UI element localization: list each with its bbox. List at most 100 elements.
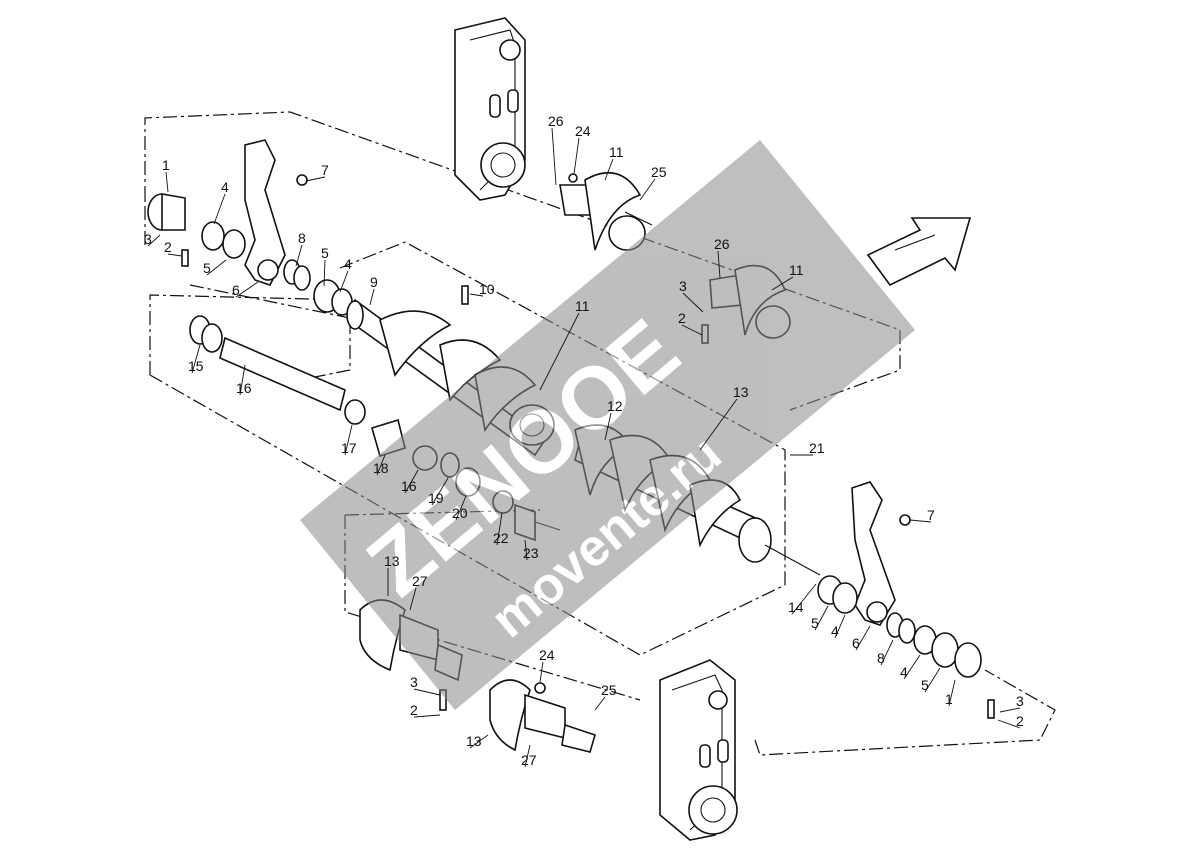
callout-leader	[376, 454, 386, 476]
callout-leader	[604, 412, 612, 441]
part-number-label: 4	[221, 179, 229, 195]
part-number-label: 8	[298, 230, 306, 246]
part-number-label: 27	[521, 752, 537, 768]
part-number-label: 25	[651, 164, 667, 180]
callout-leader	[496, 512, 503, 546]
callout-leader	[924, 667, 941, 693]
callout-leader	[339, 270, 349, 293]
callout-leader	[206, 259, 227, 276]
part-number-label: 12	[607, 398, 623, 414]
part-number-label: 15	[188, 358, 204, 374]
part-number-label: 27	[412, 573, 428, 589]
callout-leader	[999, 707, 1021, 713]
bearing-set-right	[817, 514, 995, 719]
callout-leader	[165, 171, 169, 193]
part-number-label: 3	[1016, 693, 1024, 709]
part-number-label: 11	[609, 144, 624, 160]
part-number-label: 6	[852, 635, 860, 651]
callout-leader	[369, 288, 375, 306]
callout-leader	[469, 734, 489, 749]
callout-leader	[305, 176, 326, 182]
callout-leader	[997, 719, 1021, 729]
callout-leader	[681, 324, 703, 336]
callout-leader	[948, 679, 956, 707]
part-number-label: 11	[789, 262, 804, 278]
callout-leader	[409, 587, 417, 611]
callout-leader	[191, 344, 201, 374]
part-number-label: 13	[733, 384, 749, 400]
part-number-label: 16	[401, 478, 417, 494]
part-number-label: 19	[428, 490, 444, 506]
part-number-label: 23	[523, 545, 539, 561]
part-number-label: 1	[162, 157, 170, 173]
part-number-label: 24	[539, 647, 555, 663]
part-number-label: 5	[811, 615, 819, 631]
callout-leader	[404, 469, 419, 494]
part-number-label: 7	[321, 162, 329, 178]
callout-leader	[539, 312, 580, 391]
part-number-label: 17	[341, 440, 357, 456]
callout-leader	[213, 193, 226, 225]
part-number-label: 3	[410, 674, 418, 690]
part-number-label: 5	[921, 677, 929, 693]
part-number-label: 1	[945, 691, 953, 707]
callout-leader	[524, 539, 528, 561]
callout-leader	[539, 661, 544, 683]
callout-leader	[880, 639, 894, 666]
part-number-label: 4	[900, 664, 908, 680]
callout-leader	[682, 292, 704, 313]
part-number-label: 10	[479, 281, 495, 297]
callout-leader	[431, 477, 449, 506]
callout-leader	[323, 259, 326, 287]
part-number-label: 5	[203, 260, 211, 276]
part-number-label: 13	[466, 733, 482, 749]
part-number-label: 26	[548, 113, 564, 129]
part-number-label: 3	[144, 231, 152, 247]
callout-leader	[699, 398, 738, 451]
callout-leader	[594, 696, 606, 711]
callout-leader	[147, 234, 161, 247]
part-number-label: 6	[232, 282, 240, 298]
callout-leader	[855, 625, 871, 651]
callout-leader	[295, 244, 303, 267]
callout-leader	[814, 605, 829, 631]
callout-leader	[639, 178, 656, 201]
callout-leader	[455, 495, 467, 521]
callout-leader	[604, 158, 614, 181]
bearing-set-left	[147, 174, 353, 316]
part-number-label: 26	[714, 236, 730, 252]
part-number-label: 5	[321, 245, 329, 261]
callout-leader	[717, 250, 721, 279]
gearbox-housing-icon	[454, 17, 526, 201]
callout-leader	[551, 127, 557, 186]
lever-arm	[244, 139, 286, 286]
part-number-label: 4	[344, 256, 352, 272]
callout-leader	[239, 364, 246, 396]
callout-leader	[344, 424, 353, 456]
part-number-label: 4	[831, 623, 839, 639]
part-number-label: 2	[678, 310, 686, 326]
callout-leader	[791, 583, 817, 615]
part-number-label: 9	[370, 274, 378, 290]
callout-leader	[834, 614, 846, 639]
part-number-label: 14	[788, 599, 804, 615]
part-number-label: 2	[1016, 713, 1024, 729]
part-number-label: 16	[236, 380, 252, 396]
forward-arrow-icon	[866, 217, 972, 287]
callout-leader	[167, 253, 183, 257]
part-number-label: 25	[601, 682, 617, 698]
callout-leader	[413, 714, 441, 718]
part-number-label: 2	[410, 702, 418, 718]
callout-leader	[469, 293, 484, 297]
part-number-label: 18	[373, 460, 389, 476]
lever-arm	[851, 481, 896, 626]
callout-leader	[573, 137, 580, 175]
callout-leader	[909, 519, 932, 523]
part-number-label: 3	[679, 278, 687, 294]
part-number-label: 22	[493, 530, 509, 546]
callout-leader	[413, 688, 441, 696]
callout-leader	[771, 276, 794, 291]
